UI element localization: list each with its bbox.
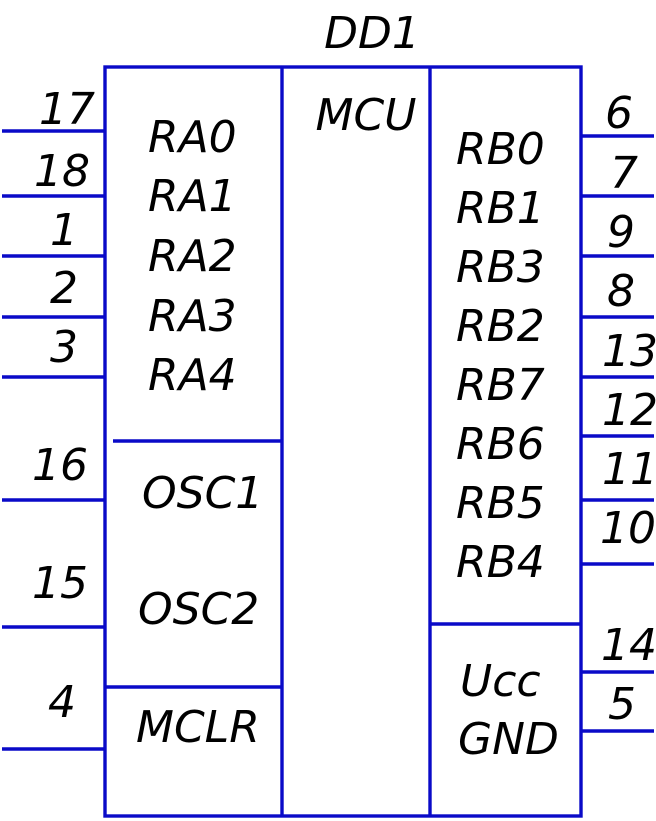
pin-number-3: 3 <box>50 322 78 373</box>
pin-label-rb5: RB5 <box>456 478 545 529</box>
component-designator: DD1 <box>324 8 420 59</box>
pin-label-ra4: RA4 <box>148 350 237 401</box>
pin-label-osc1: OSC1 <box>142 468 263 519</box>
pin-number-9: 9 <box>607 207 635 258</box>
pin-number-10: 10 <box>600 503 656 554</box>
pin-label-mclr: MCLR <box>136 702 260 753</box>
pin-number-18: 18 <box>34 146 90 197</box>
pin-label-ra1: RA1 <box>148 171 237 222</box>
pin-label-rb3: RB3 <box>456 242 545 293</box>
pin-label-ra0: RA0 <box>148 112 237 163</box>
pin-number-11: 11 <box>602 444 656 495</box>
component-body <box>103 65 583 818</box>
pin-number-16: 16 <box>32 440 88 491</box>
right-pin-labels: RB0 RB1 RB3 RB2 RB7 RB6 RB5 RB4 Ucc GND <box>456 124 559 765</box>
pin-label-rb7: RB7 <box>456 360 545 411</box>
pin-label-osc2: OSC2 <box>138 584 259 635</box>
pin-number-6: 6 <box>605 88 633 139</box>
pin-label-ra3: RA3 <box>148 291 237 342</box>
pin-label-rb2: RB2 <box>456 301 545 352</box>
right-pin-numbers: 6 7 9 8 13 12 11 10 14 5 <box>600 88 656 730</box>
left-pin-leads <box>2 129 105 751</box>
pin-number-1: 1 <box>50 205 78 256</box>
pin-number-7: 7 <box>610 148 638 199</box>
pin-number-13: 13 <box>602 326 656 377</box>
pin-number-4: 4 <box>48 677 76 728</box>
pin-label-rb1: RB1 <box>456 183 545 234</box>
pin-label-rb6: RB6 <box>456 419 545 470</box>
pin-number-12: 12 <box>602 385 656 436</box>
pin-label-ra2: RA2 <box>148 231 237 282</box>
pin-number-8: 8 <box>607 266 635 317</box>
pin-number-5: 5 <box>608 679 636 730</box>
left-pin-numbers: 17 18 1 2 3 16 15 4 <box>32 84 95 728</box>
pin-number-15: 15 <box>32 558 88 609</box>
pin-number-17: 17 <box>39 84 95 135</box>
component-type-label: MCU <box>316 90 417 141</box>
right-pin-leads <box>581 134 654 733</box>
left-pin-labels: RA0 RA1 RA2 RA3 RA4 OSC1 OSC2 MCLR <box>136 112 263 753</box>
pin-label-rb0: RB0 <box>456 124 545 175</box>
pin-number-2: 2 <box>50 263 78 314</box>
pin-label-ucc: Ucc <box>460 656 541 707</box>
outer-frame <box>103 65 583 818</box>
pin-label-gnd: GND <box>458 714 559 765</box>
pin-number-14: 14 <box>601 620 656 671</box>
pin-label-rb4: RB4 <box>456 537 545 588</box>
